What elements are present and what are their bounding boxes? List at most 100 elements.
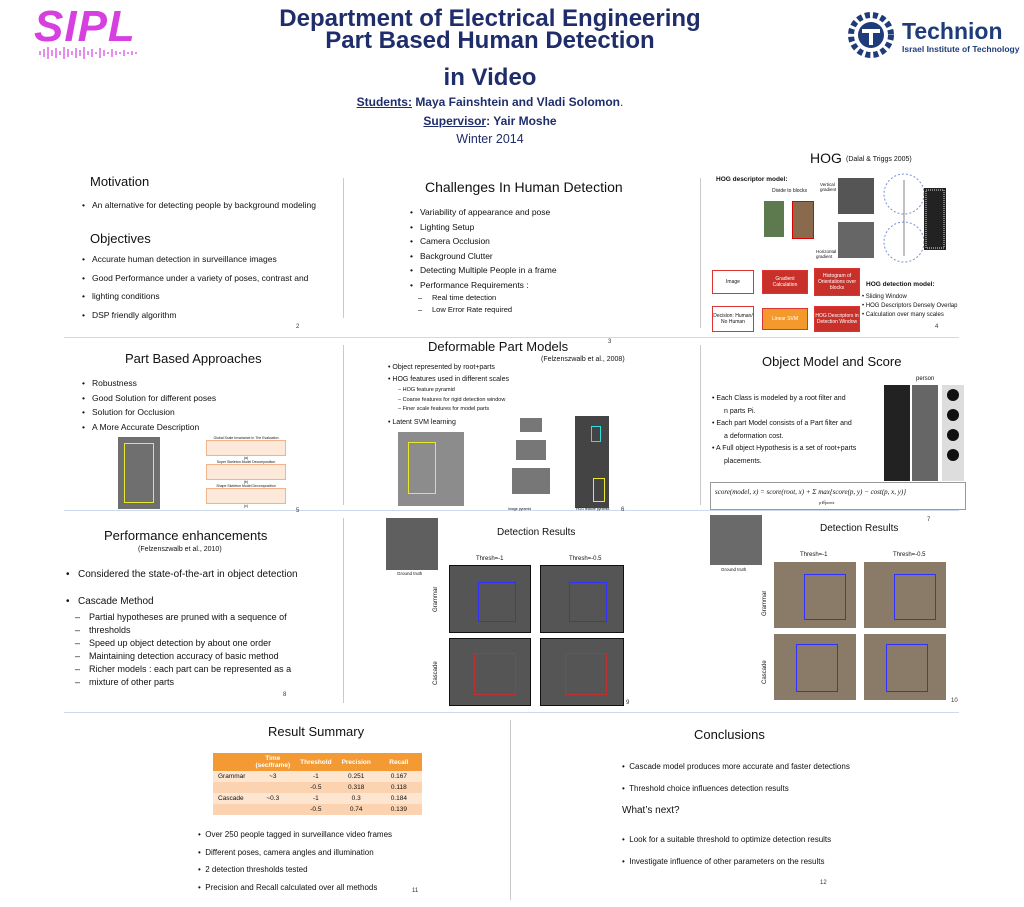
students-end: . <box>620 95 624 109</box>
list-item: • HOG Descriptors Densely Overlap <box>862 303 958 309</box>
page-number: 4 <box>935 324 939 330</box>
list-text: Over 250 people tagged in surveillance v… <box>205 830 393 839</box>
table-row: Grammar ~3 -1 0.251 0.167 <box>213 771 422 782</box>
score-formula: score(model, x) = score(root, x) + Σ max… <box>710 482 966 510</box>
detection-frame <box>774 634 856 700</box>
table-header-row: Time (sec/frame) Threshold Precision Rec… <box>213 753 422 771</box>
list-item: Richer models : each part can be represe… <box>63 663 335 676</box>
row-label: Grammar <box>433 586 439 612</box>
objectives-cont: lighting conditions <box>92 291 160 301</box>
part-filter-image <box>912 385 938 481</box>
list-item: A More Accurate Description <box>82 420 332 435</box>
fig-title: Shape Skeleton Model Decomposition <box>216 484 276 488</box>
flow-label: Histogram of Orientations over blocks <box>817 273 857 291</box>
hog-horizontal-gradient-image <box>838 222 874 258</box>
list-text: placements. <box>724 457 762 465</box>
flow-label: HOG Descriptors in Detection Window <box>815 313 859 325</box>
sipl-logo: SIPL <box>34 2 136 51</box>
table-cell: 0.167 <box>375 771 422 782</box>
page-number: 2 <box>296 324 300 330</box>
list-item: Real time detection <box>410 292 690 304</box>
detection-frame <box>774 562 856 628</box>
col-label: Thresh=-0.5 <box>893 552 926 558</box>
fig-sub: (c) <box>243 504 249 508</box>
list-item: Speed up object detection by about one o… <box>63 637 335 650</box>
hog-vertical-gradient-image <box>838 178 874 214</box>
challenges-sublist: Real time detection Low Error Rate requi… <box>410 292 690 316</box>
object-model-heading: Object Model and Score <box>762 354 902 369</box>
detection-frame <box>864 562 946 628</box>
row-label: Cascade <box>433 661 439 685</box>
flow-label: Gradient Calculation <box>772 276 798 288</box>
list-text: Each part Model consists of a Part filte… <box>716 420 852 427</box>
deformation-image <box>942 385 964 481</box>
formula-text: score(model, x) = score(root, x) + Σ max… <box>715 488 907 496</box>
list-text: HOG features used in different scales <box>392 376 510 383</box>
list-text: Calculation over many scales <box>865 312 944 318</box>
hog-flow-svm: Linear SVM <box>762 308 808 330</box>
pyramid-level <box>512 468 550 494</box>
list-item: – Finer scale features for model parts <box>398 406 490 412</box>
hog-vertical-label: Vertical gradient <box>820 182 837 192</box>
table-cell: 0.3 <box>336 793 376 804</box>
list-text: Sliding Window <box>865 294 907 300</box>
list-text: A Full object Hypothesis is a set of roo… <box>716 445 857 452</box>
list-text: Threshold choice influences detection re… <box>629 784 789 793</box>
hog-flow-decision: Decision: Human/ No Human <box>712 306 754 332</box>
table-cell <box>250 804 296 815</box>
list-text: n parts Pi. <box>724 407 756 415</box>
table-cell <box>250 782 296 793</box>
detection-heading: Detection Results <box>497 527 576 538</box>
list-item: Performance Requirements : <box>410 278 690 293</box>
supervisor-name: : Yair Moshe <box>486 114 557 128</box>
list-item: • Look for a suitable threshold to optim… <box>622 835 832 844</box>
list-item-cont: placements. <box>712 456 892 469</box>
list-item-cont: lighting conditions <box>82 287 337 305</box>
flow-label: Image <box>726 279 740 285</box>
col-label: Thresh=-0.5 <box>569 556 602 562</box>
deformable-list: • Object represented by root+parts • HOG… <box>388 362 608 386</box>
fig-sub: (b) <box>243 480 249 484</box>
hog-heading: HOG <box>810 150 842 166</box>
table-cell: ~0.3 <box>250 793 296 804</box>
object-model-list: • Each Class is modeled by a root filter… <box>712 393 892 468</box>
table-header <box>213 753 251 771</box>
hog-flow-descriptors: HOG Descriptors in Detection Window <box>814 306 860 332</box>
part-based-image <box>118 437 160 509</box>
pyramid-level <box>516 440 546 460</box>
ground-truth-image <box>386 518 438 570</box>
person-label: person <box>916 376 935 382</box>
technion-subtitle: Israel Institute of Technology <box>902 44 1020 54</box>
list-item: • Precision and Recall calculated over a… <box>198 882 378 892</box>
img-label: Image pyramid <box>508 507 532 511</box>
list-item: Good Solution for different poses <box>82 391 332 406</box>
fig-strip <box>206 440 286 456</box>
list-text: Cascade model produces more accurate and… <box>629 762 850 771</box>
ground-truth-image <box>710 515 762 565</box>
divider <box>510 720 511 900</box>
hog-flow-gradient: Gradient Calculation <box>762 270 808 294</box>
list-text: Finer scale features for model parts <box>402 406 490 412</box>
divider <box>700 178 701 328</box>
list-item: • Sliding Window <box>862 294 907 300</box>
list-text: Each Class is modeled by a root filter a… <box>716 395 846 402</box>
hog-histogram-diagram-icon <box>883 173 946 263</box>
table-row: Cascade ~0.3 -1 0.3 0.184 <box>213 793 422 804</box>
page-number: 3 <box>608 339 612 345</box>
hog-flow-image: Image <box>712 270 754 294</box>
list-item: – Coarse features for rigid detection wi… <box>398 396 506 403</box>
list-text: Coarse features for rigid detection wind… <box>402 396 506 403</box>
conclusions-list: • Cascade model produces more accurate a… <box>622 756 942 800</box>
summary-table: Time (sec/frame) Threshold Precision Rec… <box>213 753 422 815</box>
supervisor-label: Supervisor <box>423 114 487 128</box>
list-text: Investigate influence of other parameter… <box>629 857 825 866</box>
objectives-list: Accurate human detection in surveillance… <box>82 249 337 325</box>
table-cell: -0.5 <box>295 782 337 793</box>
detection-heading: Detection Results <box>820 523 899 534</box>
hog-person-image <box>764 201 784 237</box>
list-item: Solution for Occlusion <box>82 405 332 420</box>
list-item: • 2 detection thresholds tested <box>198 865 308 874</box>
deformable-list-2: • Latent SVM learning <box>388 417 608 429</box>
list-item: Accurate human detection in surveillance… <box>82 249 337 269</box>
flow-label: Decision: Human/ No Human <box>713 313 753 325</box>
